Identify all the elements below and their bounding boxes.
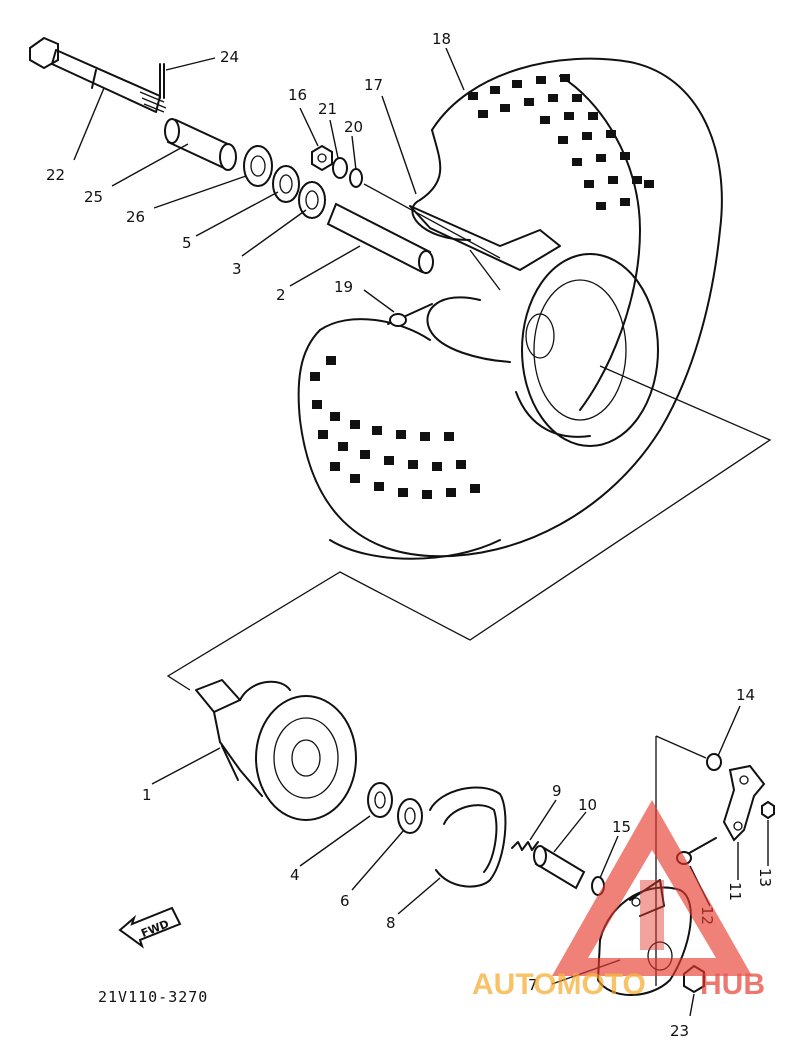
part-label-19: 19 — [334, 278, 353, 296]
washer-part-21 — [332, 157, 348, 179]
part-label-15: 15 — [612, 818, 631, 836]
tire-part — [297, 57, 723, 560]
leader-lines — [73, 47, 769, 1017]
oil-seal-part-6 — [397, 798, 423, 834]
part-label-8: 8 — [386, 914, 396, 932]
tire-tread-upper — [468, 74, 654, 210]
cotter-pin-part — [159, 63, 165, 99]
oil-seal-part — [243, 145, 273, 187]
lever-nut-part — [761, 800, 775, 820]
part-label-11: 11 — [726, 882, 744, 901]
part-label-21: 21 — [318, 100, 337, 118]
watermark-text-part1: AUTOMOTO — [472, 968, 646, 1001]
washer-part-14 — [706, 753, 722, 771]
part-label-22: 22 — [46, 166, 65, 184]
part-label-4: 4 — [290, 866, 300, 884]
drawing-code: 21V110-3270 — [98, 988, 208, 1006]
part-label-10: 10 — [578, 796, 597, 814]
spacer-sleeve-part — [164, 118, 237, 171]
fwd-arrow-icon — [118, 906, 182, 949]
part-label-7: 7 — [528, 976, 538, 994]
valve-stem-part — [387, 303, 433, 327]
cam-lever-part — [722, 764, 766, 842]
part-label-24: 24 — [220, 48, 239, 66]
watermark-triangle-icon — [552, 800, 752, 976]
washer-part-20 — [349, 168, 363, 188]
part-label-20: 20 — [344, 118, 363, 136]
part-label-13: 13 — [756, 868, 774, 887]
watermark-text-part2: HUB — [700, 968, 765, 1001]
part-label-6: 6 — [340, 892, 350, 910]
bearing-part-5 — [272, 165, 300, 203]
part-label-16: 16 — [288, 86, 307, 104]
collar-part — [326, 202, 434, 274]
part-label-17: 17 — [364, 76, 383, 94]
brake-camshaft-part — [533, 845, 586, 890]
axle-nut-part — [311, 144, 333, 172]
part-label-9: 9 — [552, 782, 562, 800]
bearing-part-4 — [367, 782, 393, 818]
brake-spring-part — [511, 841, 539, 851]
part-label-2: 2 — [276, 286, 286, 304]
wheel-hub-part — [195, 679, 357, 821]
brake-shoe-part — [429, 786, 507, 888]
watermark-logo: AUTOMOTO HUB — [472, 800, 765, 1001]
part-label-18: 18 — [432, 30, 451, 48]
tire-tread-lower — [310, 356, 480, 499]
part-label-3: 3 — [232, 260, 242, 278]
part-label-25: 25 — [84, 188, 103, 206]
bearing-part-3 — [298, 181, 326, 219]
part-label-5: 5 — [182, 234, 192, 252]
part-label-23: 23 — [670, 1022, 689, 1040]
part-label-1: 1 — [142, 786, 152, 804]
axle-bolt-part — [29, 36, 167, 113]
wheel-rim-part — [409, 205, 659, 447]
part-label-14: 14 — [736, 686, 755, 704]
part-label-26: 26 — [126, 208, 145, 226]
